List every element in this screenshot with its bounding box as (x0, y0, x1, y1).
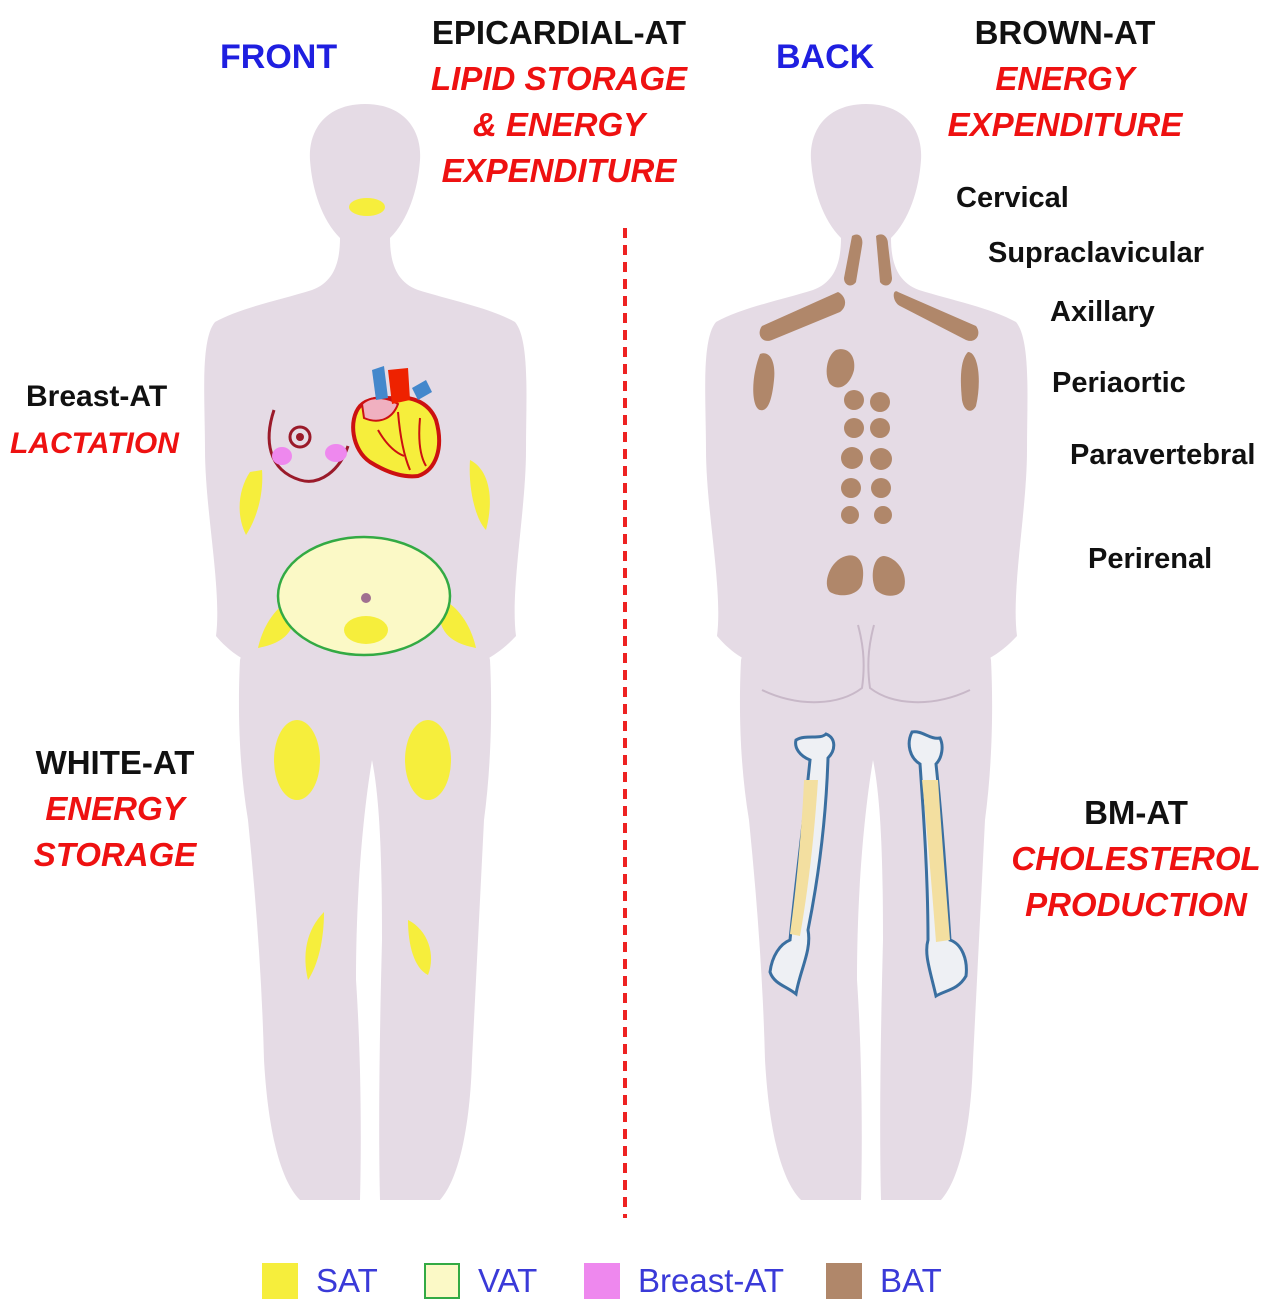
back-heading: BACK (776, 38, 874, 77)
legend-item-breast-at: Breast-AT (584, 1262, 784, 1300)
legend-label-sat: SAT (316, 1262, 378, 1300)
legend-label-vat: VAT (478, 1262, 537, 1300)
nipple (296, 433, 304, 441)
bat-paravertebral-node (870, 418, 890, 438)
front-heading: FRONT (220, 38, 337, 77)
white-at-label-group: WHITE-AT ENERGY STORAGE (20, 740, 210, 878)
bat-site-supraclavicular: Supraclavicular (988, 237, 1204, 270)
bat-paravertebral-node (841, 478, 861, 498)
back-body-figure (705, 104, 1027, 1200)
navel (361, 593, 371, 603)
bat-paravertebral-node (844, 418, 864, 438)
white-at-function-line-2: STORAGE (20, 832, 210, 878)
legend-label-bat: BAT (880, 1262, 942, 1300)
bat-paravertebral-node (871, 478, 891, 498)
bm-at-function-line-1: CHOLESTEROL (1006, 836, 1266, 882)
bat-paravertebral-node (841, 506, 859, 524)
epicardial-at-function-line-2: & ENERGY (414, 102, 704, 148)
legend-item-vat: VAT (424, 1262, 537, 1300)
bat-site-perirenal: Perirenal (1088, 543, 1212, 576)
bat-site-axillary: Axillary (1050, 296, 1155, 329)
bat-site-cervical: Cervical (956, 182, 1069, 215)
bm-at-name: BM-AT (1006, 790, 1266, 836)
brown-at-label-group: BROWN-AT ENERGY EXPENDITURE (940, 10, 1190, 148)
bat-paravertebral-node (870, 392, 890, 412)
bm-at-label-group: BM-AT CHOLESTEROL PRODUCTION (1006, 790, 1266, 928)
front-body-figure (204, 104, 526, 1200)
brown-at-function-line-2: EXPENDITURE (940, 102, 1190, 148)
breast-at-left (272, 447, 292, 465)
front-lower-abdomen-sat (344, 616, 388, 644)
bat-paravertebral-node (841, 447, 863, 469)
back-body-silhouette (705, 104, 1027, 1200)
bat-site-periaortic: Periaortic (1052, 367, 1186, 400)
vat-swatch-icon (424, 1263, 460, 1299)
front-neck-sat (349, 198, 385, 216)
bat-paravertebral-node (870, 448, 892, 470)
front-right-thigh-sat (405, 720, 451, 800)
brown-at-name: BROWN-AT (940, 10, 1190, 56)
legend-label-breast-at: Breast-AT (638, 1262, 784, 1300)
legend-item-bat: BAT (826, 1262, 942, 1300)
breast-at-name: Breast-AT (26, 377, 167, 417)
breast-at-function: LACTATION (10, 424, 179, 464)
breast-at-swatch-icon (584, 1263, 620, 1299)
bat-paravertebral-node (844, 390, 864, 410)
legend-item-sat: SAT (262, 1262, 378, 1300)
bat-site-paravertebral: Paravertebral (1070, 439, 1255, 472)
front-left-thigh-sat (274, 720, 320, 800)
epicardial-at-function-line-1: LIPID STORAGE (414, 56, 704, 102)
white-at-name: WHITE-AT (20, 740, 210, 786)
epicardial-at-label-group: EPICARDIAL-AT LIPID STORAGE & ENERGY EXP… (414, 10, 704, 194)
brown-at-function-line-1: ENERGY (940, 56, 1190, 102)
bat-swatch-icon (826, 1263, 862, 1299)
bat-paravertebral-node (874, 506, 892, 524)
breast-at-right (325, 444, 347, 462)
epicardial-at-name: EPICARDIAL-AT (414, 10, 704, 56)
sat-swatch-icon (262, 1263, 298, 1299)
bm-at-function-line-2: PRODUCTION (1006, 882, 1266, 928)
epicardial-at-function-line-3: EXPENDITURE (414, 148, 704, 194)
white-at-function-line-1: ENERGY (20, 786, 210, 832)
